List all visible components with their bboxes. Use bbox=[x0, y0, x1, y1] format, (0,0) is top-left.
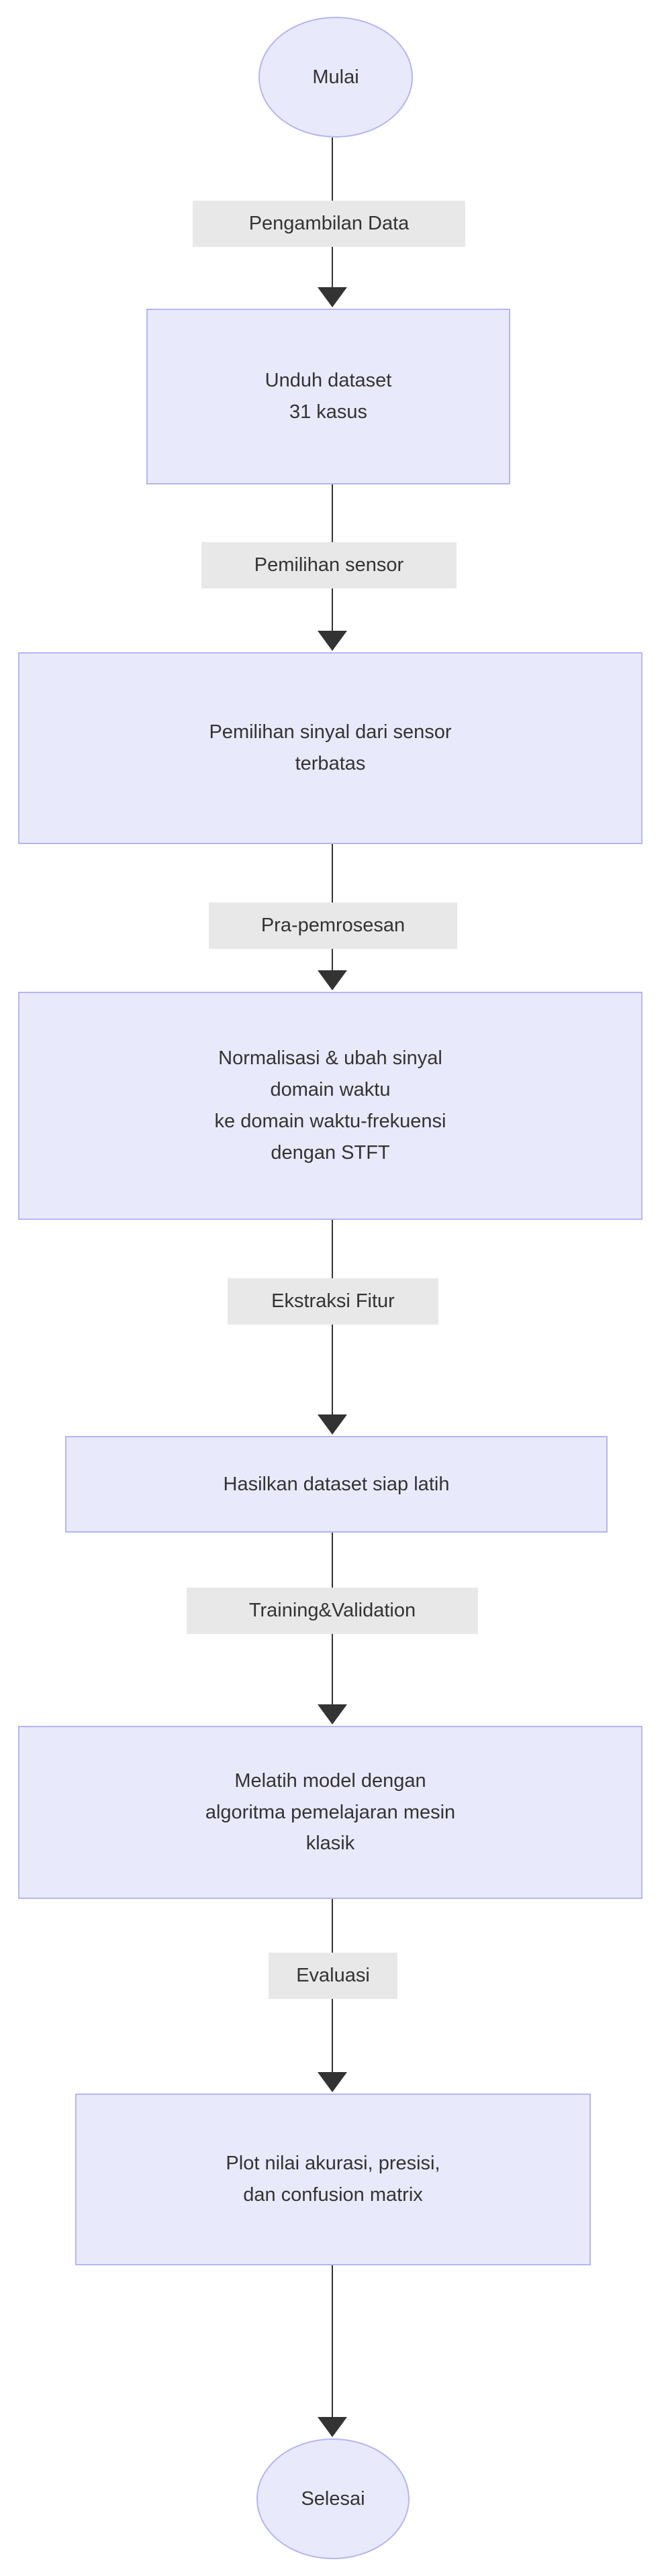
arrowhead-download-to-select bbox=[318, 631, 347, 651]
edge-label-pengambilan-data-text: Pengambilan Data bbox=[248, 213, 410, 234]
node-start-label: Mulai bbox=[312, 66, 359, 88]
node-train-model[interactable]: Melatih model dengan algoritma pemelajar… bbox=[18, 1726, 643, 1899]
edge-label-training-validation: Training&Validation bbox=[187, 1588, 478, 1634]
node-download-dataset-label: Unduh dataset 31 kasus bbox=[265, 370, 392, 423]
connector-plot-to-end bbox=[332, 2265, 333, 2418]
edge-label-pra-pemrosesan-text: Pra-pemrosesan bbox=[260, 915, 406, 936]
edge-label-training-validation-text: Training&Validation bbox=[248, 1600, 416, 1621]
edge-label-evaluasi: Evaluasi bbox=[269, 1953, 397, 1999]
node-preprocessing-stft-label: Normalisasi & ubah sinyal domain waktu k… bbox=[214, 1047, 446, 1164]
node-produce-dataset[interactable]: Hasilkan dataset siap latih bbox=[65, 1436, 608, 1533]
node-signal-selection-label: Pemilihan sinyal dari sensor terbatas bbox=[209, 721, 452, 774]
connector-preprocess-to-dataset-lower bbox=[332, 1349, 333, 1416]
node-plot-metrics-label: Plot nilai akurasi, presisi, dan confusi… bbox=[226, 2153, 440, 2206]
edge-label-evaluasi-text: Evaluasi bbox=[296, 1965, 370, 1986]
arrowhead-dataset-to-train bbox=[318, 1704, 347, 1724]
node-download-dataset[interactable]: Unduh dataset 31 kasus bbox=[146, 309, 510, 484]
edge-label-pemilihan-sensor: Pemilihan sensor bbox=[201, 542, 457, 588]
node-train-model-label: Melatih model dengan algoritma pemelajar… bbox=[205, 1769, 456, 1855]
node-start[interactable]: Mulai bbox=[258, 17, 413, 138]
node-plot-metrics[interactable]: Plot nilai akurasi, presisi, dan confusi… bbox=[75, 2094, 591, 2265]
arrowhead-select-to-preprocess bbox=[318, 970, 347, 990]
arrowhead-plot-to-end bbox=[318, 2417, 347, 2437]
node-preprocessing-stft[interactable]: Normalisasi & ubah sinyal domain waktu k… bbox=[18, 992, 643, 1220]
edge-label-ekstraksi-fitur: Ekstraksi Fitur bbox=[228, 1278, 438, 1325]
node-produce-dataset-label: Hasilkan dataset siap latih bbox=[223, 1473, 450, 1495]
edge-label-pra-pemrosesan: Pra-pemrosesan bbox=[209, 903, 457, 949]
arrowhead-preprocess-to-dataset bbox=[318, 1414, 347, 1435]
node-signal-selection[interactable]: Pemilihan sinyal dari sensor terbatas bbox=[18, 652, 643, 844]
edge-label-pemilihan-sensor-text: Pemilihan sensor bbox=[254, 554, 404, 576]
node-end-label: Selesai bbox=[301, 2487, 365, 2510]
arrowhead-train-to-plot bbox=[318, 2072, 347, 2092]
node-end[interactable]: Selesai bbox=[256, 2438, 410, 2559]
arrowhead-start-to-download bbox=[318, 287, 347, 307]
edge-label-pengambilan-data: Pengambilan Data bbox=[193, 201, 465, 247]
edge-label-ekstraksi-fitur-text: Ekstraksi Fitur bbox=[271, 1290, 395, 1312]
